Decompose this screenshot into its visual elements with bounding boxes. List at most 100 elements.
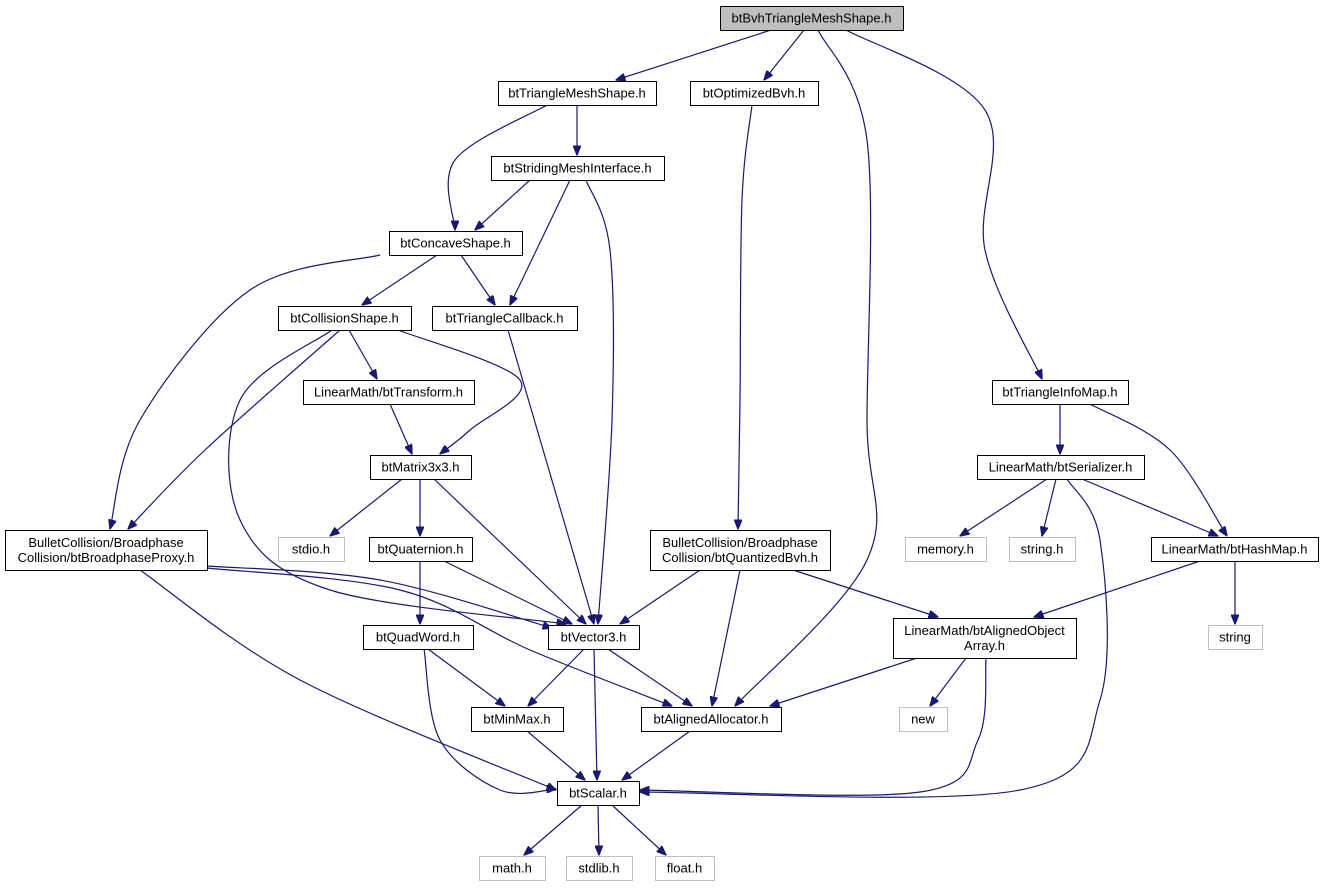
node-ser[interactable]: LinearMath/btSerializer.h bbox=[977, 455, 1145, 480]
node-scalar[interactable]: btScalar.h bbox=[557, 781, 640, 806]
node-label: btBvhTriangleMeshShape.h bbox=[732, 11, 892, 26]
edge-colshape-to-bproxy bbox=[128, 329, 341, 529]
node-label: new bbox=[911, 712, 935, 727]
node-label: btOptimizedBvh.h bbox=[703, 86, 806, 101]
node-box bbox=[370, 455, 472, 480]
edge-qbvh-to-alloc bbox=[712, 569, 741, 706]
node-label: float.h bbox=[667, 861, 702, 876]
edge-qbvh-to-vec3 bbox=[620, 569, 701, 624]
edge-line bbox=[640, 478, 1108, 798]
edge-qbvh-to-aoa bbox=[792, 569, 938, 617]
edge-line bbox=[792, 569, 938, 617]
node-colshape[interactable]: btCollisionShape.h bbox=[278, 306, 412, 331]
node-tms[interactable]: btTriangleMeshShape.h bbox=[498, 81, 657, 106]
node-label: btAlignedAllocator.h bbox=[654, 712, 769, 727]
edge-line bbox=[1081, 478, 1218, 536]
node-label: btScalar.h bbox=[569, 786, 627, 801]
node-box bbox=[977, 455, 1145, 480]
node-quat[interactable]: btQuaternion.h bbox=[369, 537, 473, 562]
node-label: BulletCollision/Broadphase bbox=[28, 535, 183, 550]
edge-line bbox=[524, 804, 583, 855]
edge-bproxy-to-scalar bbox=[139, 569, 556, 790]
node-bvh[interactable]: btBvhTriangleMeshShape.h bbox=[720, 6, 904, 31]
node-concave[interactable]: btConcaveShape.h bbox=[389, 231, 523, 256]
node-tim[interactable]: btTriangleInfoMap.h bbox=[992, 380, 1129, 405]
edge-line bbox=[110, 254, 381, 529]
edge-line bbox=[433, 478, 586, 624]
edge-line bbox=[1034, 560, 1201, 617]
edge-line bbox=[1089, 403, 1227, 536]
edge-line bbox=[712, 569, 741, 706]
edge-scalar-to-math bbox=[524, 804, 583, 855]
node-transform[interactable]: LinearMath/btTransform.h bbox=[303, 380, 475, 405]
node-label: btMatrix3x3.h bbox=[381, 460, 459, 475]
node-alloc[interactable]: btAlignedAllocator.h bbox=[641, 707, 782, 732]
node-float: float.h bbox=[655, 856, 715, 881]
edge-ser-to-hashmap bbox=[1081, 478, 1218, 536]
node-stringh: string.h bbox=[1009, 537, 1076, 562]
node-box bbox=[498, 81, 657, 106]
edge-qword-to-scalar bbox=[423, 648, 556, 794]
edge-colshape-to-matrix bbox=[397, 329, 523, 454]
edge-line bbox=[206, 567, 672, 706]
edge-line bbox=[507, 329, 594, 624]
node-qword[interactable]: btQuadWord.h bbox=[363, 625, 474, 650]
node-qbvh[interactable]: BulletCollision/BroadphaseCollision/btQu… bbox=[650, 530, 831, 571]
node-box bbox=[1208, 625, 1263, 650]
file-nodes: btBvhTriangleMeshShape.h btTriangleMeshSh… bbox=[5, 6, 1319, 881]
node-box bbox=[278, 537, 345, 562]
edge-line bbox=[510, 179, 571, 305]
edge-line bbox=[585, 179, 615, 624]
edge-line bbox=[845, 29, 1042, 379]
node-label: btQuadWord.h bbox=[376, 630, 460, 645]
edge-vec3-to-alloc bbox=[607, 648, 692, 706]
node-stdio: stdio.h bbox=[278, 537, 345, 562]
edge-tms-to-concave bbox=[447, 104, 548, 230]
node-hashmap[interactable]: LinearMath/btHashMap.h bbox=[1151, 537, 1319, 562]
edge-line bbox=[594, 648, 597, 780]
node-label: Array.h bbox=[964, 638, 1005, 653]
edge-line bbox=[607, 648, 692, 706]
edge-transform-to-matrix bbox=[389, 403, 412, 454]
node-label: btQuaternion.h bbox=[377, 542, 463, 557]
node-minmax[interactable]: btMinMax.h bbox=[471, 707, 564, 732]
edge-line bbox=[616, 29, 772, 80]
node-label: LinearMath/btSerializer.h bbox=[989, 460, 1133, 475]
node-label: BulletCollision/Broadphase bbox=[662, 535, 817, 550]
edge-ser-to-scalar bbox=[640, 478, 1108, 798]
edge-line bbox=[427, 648, 505, 706]
edge-bvh-to-tim bbox=[845, 29, 1042, 379]
node-obvh[interactable]: btOptimizedBvh.h bbox=[690, 81, 819, 106]
node-label: btTriangleMeshShape.h bbox=[508, 86, 646, 101]
node-label: btStridingMeshInterface.h bbox=[503, 161, 651, 176]
edge-line bbox=[348, 329, 377, 379]
edge-qword-to-minmax bbox=[427, 648, 505, 706]
node-math: math.h bbox=[479, 856, 546, 881]
node-box bbox=[363, 625, 474, 650]
node-smi[interactable]: btStridingMeshInterface.h bbox=[491, 156, 665, 181]
node-bproxy[interactable]: BulletCollision/BroadphaseCollision/btBr… bbox=[5, 530, 208, 571]
node-vec3[interactable]: btVector3.h bbox=[548, 625, 640, 650]
edge-concave-to-bproxy bbox=[110, 254, 381, 529]
edge-line bbox=[397, 329, 523, 454]
node-matrix[interactable]: btMatrix3x3.h bbox=[370, 455, 472, 480]
edge-line bbox=[423, 648, 556, 794]
node-box bbox=[479, 856, 546, 881]
edge-minmax-to-scalar bbox=[526, 730, 585, 780]
node-tricb[interactable]: btTriangleCallback.h bbox=[432, 306, 578, 331]
node-label: stdio.h bbox=[292, 542, 330, 557]
edge-line bbox=[770, 657, 918, 706]
node-box bbox=[548, 625, 640, 650]
edge-line bbox=[526, 730, 585, 780]
edge-matrix-to-stdio bbox=[330, 478, 403, 536]
edge-bvh-to-alloc bbox=[735, 29, 878, 706]
edge-line bbox=[206, 565, 552, 628]
node-box bbox=[389, 231, 523, 256]
node-label: Collision/btBroadphaseProxy.h bbox=[18, 550, 195, 565]
node-label: btCollisionShape.h bbox=[290, 311, 398, 326]
edge-line bbox=[128, 329, 341, 529]
edge-aoa-to-alloc bbox=[770, 657, 918, 706]
node-box bbox=[905, 537, 987, 562]
